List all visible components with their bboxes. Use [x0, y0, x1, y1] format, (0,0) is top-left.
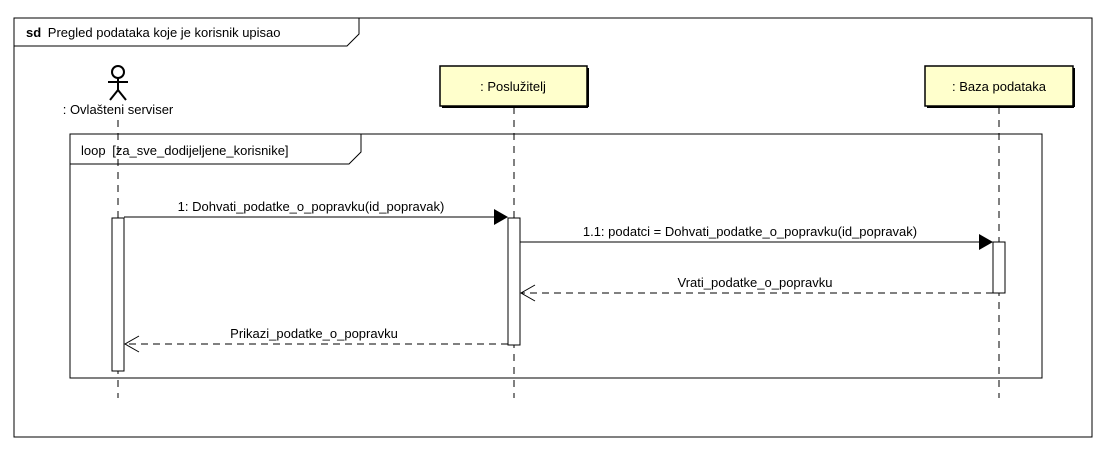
message-1-1-label: 1.1: podatci = Dohvati_podatke_o_popravk… — [583, 224, 917, 239]
return-message-vrati-label: Vrati_podatke_o_popravku — [678, 275, 833, 290]
frame-title-tab — [14, 18, 360, 47]
frame-title: sd Pregled podataka koje je korisnik upi… — [26, 25, 281, 40]
loop-fragment-tab — [70, 134, 362, 165]
return-message-prikazi-label: Prikazi_podatke_o_popravku — [230, 326, 398, 341]
loop-guard: [za_sve_dodijeljene_korisnike] — [112, 143, 288, 158]
activation-baza — [992, 241, 1006, 294]
activation-posluzitelj — [507, 217, 521, 346]
return-message-prikazi[interactable]: Prikazi_podatke_o_popravku — [123, 326, 508, 353]
message-1-label: 1: Dohvati_podatke_o_popravku(id_poprava… — [178, 199, 445, 214]
stick-figure-icon — [108, 65, 128, 101]
loop-operator: loop — [81, 143, 106, 158]
diagram-frame — [13, 17, 1093, 438]
participant-baza-label: : Baza podataka — [952, 79, 1047, 94]
frame-keyword: sd — [26, 25, 41, 40]
frame-title-text: Pregled podataka koje je korisnik upisao — [48, 25, 281, 40]
participant-posluzitelj-label: : Poslužitelj — [480, 79, 546, 94]
participant-posluzitelj[interactable]: : Poslužitelj — [439, 65, 589, 108]
message-1-1[interactable]: 1.1: podatci = Dohvati_podatke_o_popravk… — [520, 224, 993, 250]
actor-label: : Ovlašteni serviser — [63, 102, 174, 117]
message-1[interactable]: 1: Dohvati_podatke_o_popravku(id_poprava… — [124, 199, 508, 225]
loop-fragment-header: loop [za_sve_dodijeljene_korisnike] — [81, 143, 289, 158]
return-message-vrati[interactable]: Vrati_podatke_o_popravku — [519, 275, 993, 302]
activation-actor — [111, 217, 125, 372]
loop-fragment — [69, 133, 1043, 379]
participant-baza-podataka[interactable]: : Baza podataka — [924, 65, 1075, 108]
